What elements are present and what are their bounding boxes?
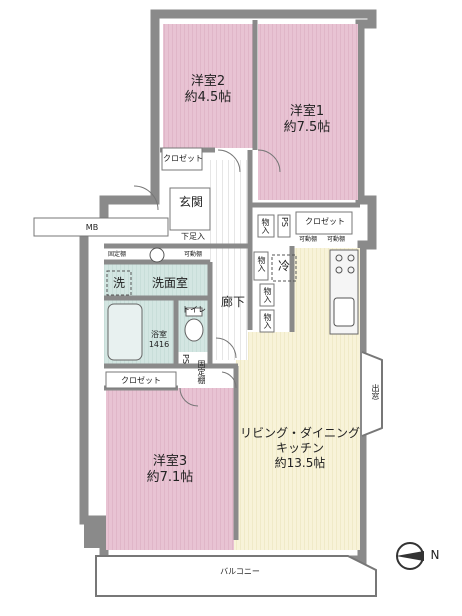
ldk-size: 約13.5帖 xyxy=(274,456,326,470)
bay-window xyxy=(361,351,383,437)
fridge-space xyxy=(271,254,297,282)
balcony-label: バルコニー xyxy=(220,567,260,576)
storage-label-3: 物入 xyxy=(263,287,272,303)
north-label: N xyxy=(430,548,440,562)
movable-shelf-label-a: 可動棚 xyxy=(298,236,317,243)
toilet-bowl xyxy=(184,318,204,342)
entrance-label: 玄関 xyxy=(178,195,203,209)
closet-label-1: クロゼット xyxy=(305,217,345,226)
bedroom1-label: 洋室1 約7.5帖 xyxy=(262,104,352,137)
bedroom1-floor xyxy=(258,24,358,200)
bedroom3-name: 洋室3 xyxy=(152,454,188,469)
bedroom3-size: 約7.1帖 xyxy=(146,470,194,486)
washroom-label: 洗面室 xyxy=(151,276,188,290)
toilet-tank xyxy=(185,307,203,317)
bedroom3-label: 洋室3 約7.1帖 xyxy=(122,454,218,487)
bathtub xyxy=(107,303,143,361)
kitchen-sink xyxy=(333,297,355,327)
washbasin xyxy=(149,247,165,263)
movable-shelf-label-b: 可動棚 xyxy=(326,236,345,243)
bedroom1-name: 洋室1 xyxy=(289,104,325,119)
ldk-label: リビング・ダイニング キッチン 約13.5帖 xyxy=(240,426,360,471)
compass-icon xyxy=(396,542,424,570)
mb-label: MB xyxy=(85,223,99,232)
bedroom2-size: 約4.5帖 xyxy=(184,90,232,106)
entrance-floor xyxy=(169,187,211,231)
ldk-name: リビング・ダイニング xyxy=(240,426,361,440)
corridor-label: 廊下 xyxy=(220,295,245,309)
bedroom3-floor xyxy=(106,388,234,550)
laundry-label: 洗 xyxy=(112,276,125,290)
bedroom2-name: 洋室2 xyxy=(190,74,226,89)
closet-label-2: クロゼット xyxy=(163,154,203,163)
stove-burners xyxy=(335,254,355,274)
movable-shelf-label-wash: 可動棚 xyxy=(183,251,202,258)
bedroom2-floor xyxy=(163,24,253,148)
fixed-shelf-label: 固定棚 xyxy=(107,251,126,258)
bedroom3-closet xyxy=(105,371,177,389)
bedroom2-label: 洋室2 約4.5帖 xyxy=(168,74,248,107)
laundry-space xyxy=(106,270,132,296)
bath-name: 浴室 xyxy=(151,330,167,339)
closet-label-3: クロゼット xyxy=(121,376,161,385)
ldk-floor xyxy=(234,248,360,550)
shoe-cabinet-label: 下足入 xyxy=(181,232,205,241)
storage-label-2: 物入 xyxy=(257,256,266,272)
mb-box xyxy=(33,217,169,237)
bedroom1-size: 約7.5帖 xyxy=(283,120,331,136)
storage-label-4: 物入 xyxy=(263,313,272,329)
bedroom1-closet xyxy=(295,211,353,235)
bath-label: 浴室 1416 xyxy=(144,330,174,350)
ps-label-2: PS xyxy=(181,354,190,364)
ldk-name2: キッチン xyxy=(275,441,324,455)
bedroom2-closet xyxy=(161,147,203,171)
storage-label-1: 物入 xyxy=(261,218,270,234)
window-label: 出窓 xyxy=(371,384,380,400)
fixed-shelf-label-2: 固定棚 xyxy=(197,360,206,384)
washroom-floor xyxy=(104,262,208,298)
toilet-label: トイレ xyxy=(182,305,206,314)
bath-size: 1416 xyxy=(148,340,170,349)
fridge-label: 冷 xyxy=(277,259,290,273)
door-swings xyxy=(133,149,281,407)
ps-label-1: PS xyxy=(280,217,289,227)
storage-boxes xyxy=(253,214,291,333)
hall-floor xyxy=(208,160,248,360)
balcony xyxy=(95,555,377,597)
